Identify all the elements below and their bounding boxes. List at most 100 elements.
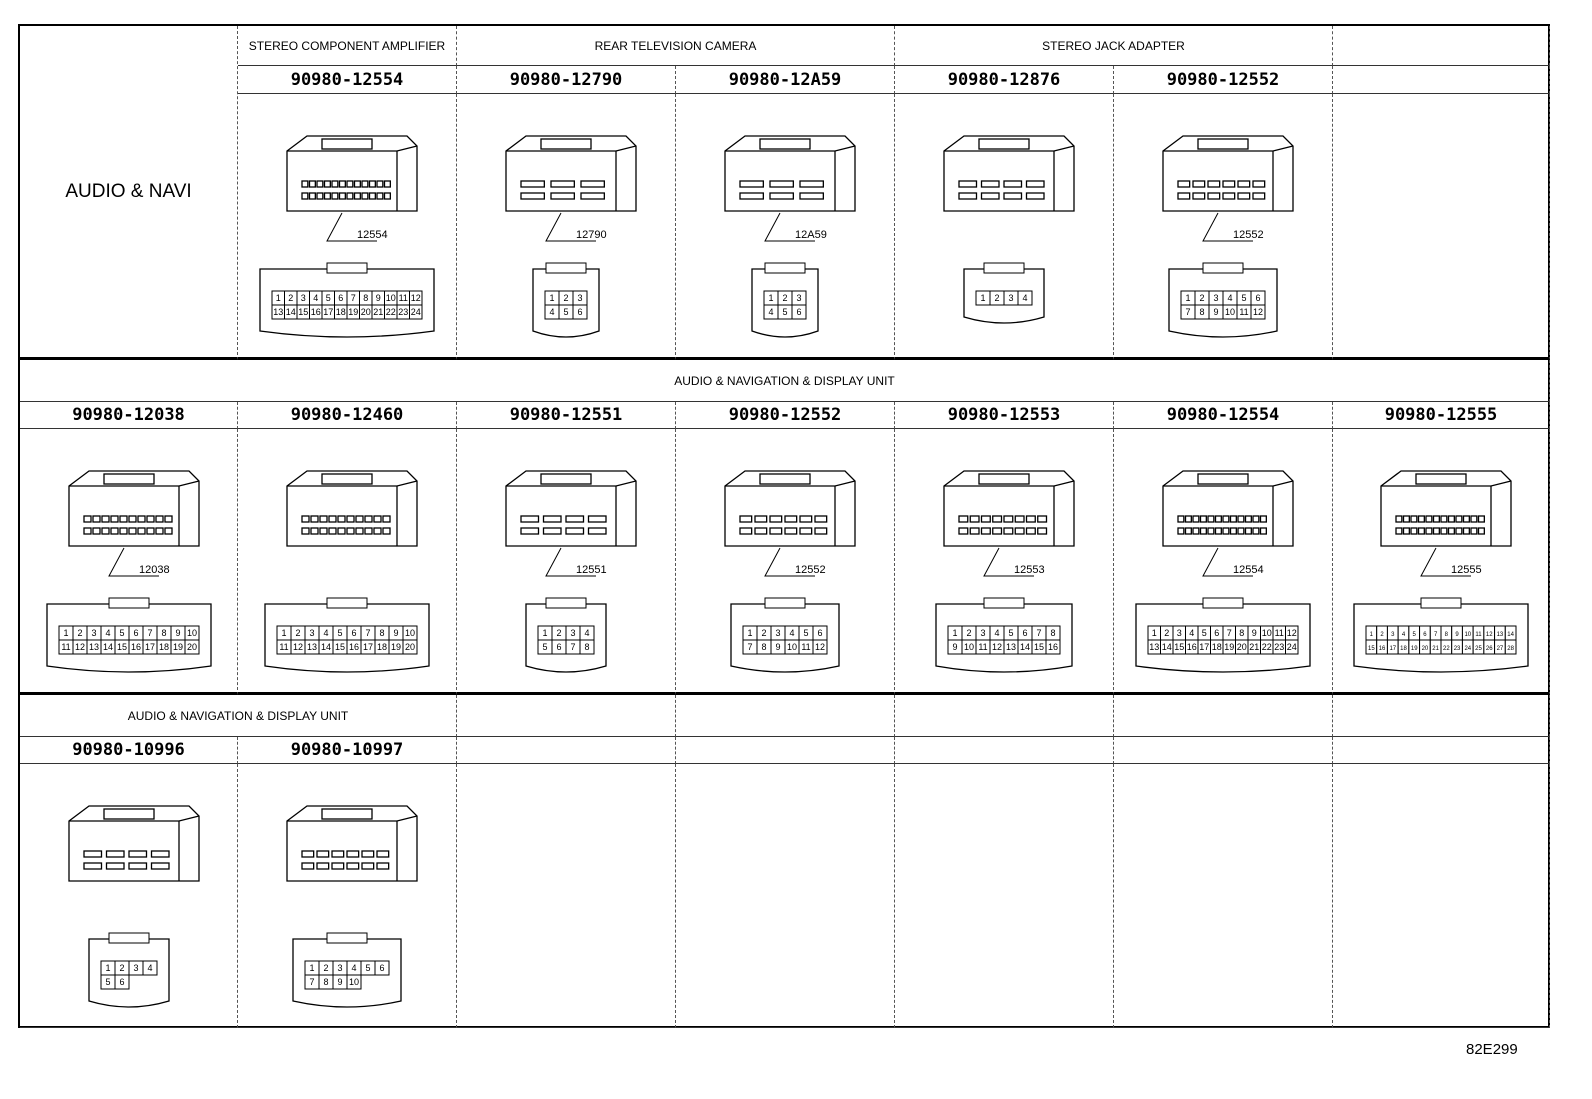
part-number: 90980-12551	[457, 402, 676, 429]
pin-number: 4	[789, 628, 794, 638]
pin-number: 7	[570, 642, 575, 652]
group-header-text: STEREO JACK ADAPTER	[1042, 38, 1185, 53]
pin-number: 11	[1275, 628, 1284, 638]
pin-number: 5	[105, 977, 110, 987]
pin-number: 8	[363, 293, 368, 303]
part-number: 90980-12876	[895, 66, 1114, 94]
pin-number: 6	[379, 963, 384, 973]
pin-number: 10	[1464, 632, 1471, 638]
pin-number: 1	[747, 628, 752, 638]
pin-number: 11	[279, 642, 288, 652]
pin-number: 13	[1006, 642, 1016, 652]
pin-number: 2	[1380, 632, 1384, 638]
pin-number: 18	[1212, 642, 1222, 652]
pin-number: 10	[186, 628, 196, 638]
pin-number: 19	[348, 307, 358, 317]
group-header-text: AUDIO & NAVIGATION & DISPLAY UNIT	[127, 708, 349, 723]
pin-number: 6	[796, 307, 801, 317]
group-header: AUDIO & NAVIGATION & DISPLAY UNIT	[20, 695, 457, 737]
callout-label: 12552	[795, 564, 826, 576]
pin-number: 20	[1237, 642, 1247, 652]
pin-number: 15	[335, 642, 345, 652]
part-number: 90980-12038	[20, 402, 238, 429]
figure-code: 82E299	[1466, 1041, 1518, 1058]
pin-number: 13	[307, 642, 317, 652]
pin-number: 3	[1213, 293, 1218, 303]
group-header	[1333, 26, 1550, 66]
callout-label: 12551	[576, 564, 607, 576]
pin-number: 24	[411, 307, 421, 317]
pin-number: 3	[1177, 628, 1182, 638]
pin-number: 19	[172, 642, 182, 652]
pin-number: 10	[349, 977, 359, 987]
group-header-text: STEREO COMPONENT AMPLIFIER	[248, 38, 446, 53]
pin-number: 14	[1162, 642, 1172, 652]
pin-number: 19	[391, 642, 401, 652]
connector-3d-view	[1162, 134, 1294, 212]
pin-number: 1	[1152, 628, 1157, 638]
pin-number: 8	[1445, 632, 1449, 638]
pin-number: 1	[63, 628, 68, 638]
part-number	[1333, 737, 1550, 764]
pin-number: 15	[116, 642, 126, 652]
pin-number: 6	[1255, 293, 1260, 303]
group-header	[1333, 695, 1550, 737]
pin-number: 12	[992, 642, 1002, 652]
pin-number: 18	[377, 642, 387, 652]
pin-number: 9	[1213, 307, 1218, 317]
pin-number: 3	[980, 628, 985, 638]
pin-number: 9	[175, 628, 180, 638]
pin-number: 4	[1227, 293, 1232, 303]
pin-number: 18	[1400, 646, 1407, 652]
part-number-text: 90980-12552	[1166, 69, 1280, 90]
pin-number: 15	[1368, 646, 1375, 652]
part-number-text: 90980-12551	[509, 405, 623, 425]
pin-number: 12	[815, 642, 825, 652]
pin-number: 4	[313, 293, 318, 303]
pin-number: 1	[281, 628, 286, 638]
group-header	[676, 695, 895, 737]
pin-number: 12	[411, 293, 421, 303]
pin-number: 18	[158, 642, 168, 652]
connector-3d-view	[505, 134, 637, 212]
pin-number: 22	[1443, 646, 1450, 652]
part-number: 90980-12552	[1114, 66, 1333, 94]
pin-number: 11	[978, 642, 987, 652]
pin-number: 23	[398, 307, 408, 317]
pin-number: 2	[1199, 293, 1204, 303]
group-header: STEREO COMPONENT AMPLIFIER	[238, 26, 457, 66]
pin-number: 8	[761, 642, 766, 652]
pin-number: 7	[1185, 307, 1190, 317]
pin-number: 2	[966, 628, 971, 638]
pin-number: 17	[1199, 642, 1209, 652]
connector-illustration	[1114, 764, 1333, 1028]
pin-number: 3	[91, 628, 96, 638]
pin-number: 16	[349, 642, 359, 652]
pin-number: 3	[1391, 632, 1395, 638]
pin-number: 1	[549, 293, 554, 303]
pin-number: 13	[1497, 632, 1504, 638]
pin-number: 6	[133, 628, 138, 638]
pin-number: 1	[542, 628, 547, 638]
pin-number: 20	[1422, 646, 1429, 652]
pin-number: 24	[1287, 642, 1297, 652]
pin-number: 8	[1199, 307, 1204, 317]
pin-number: 21	[1249, 642, 1259, 652]
pin-number: 3	[796, 293, 801, 303]
pin-number: 21	[1432, 646, 1439, 652]
pin-number: 20	[361, 307, 371, 317]
pin-number: 8	[379, 628, 384, 638]
group-header-text: REAR TELEVISION CAMERA	[594, 38, 757, 53]
pin-number: 22	[1262, 642, 1272, 652]
pin-number: 4	[549, 307, 554, 317]
pin-number: 12	[1253, 307, 1263, 317]
connector-3d-view	[67, 469, 200, 547]
pin-number: 12	[1486, 632, 1493, 638]
